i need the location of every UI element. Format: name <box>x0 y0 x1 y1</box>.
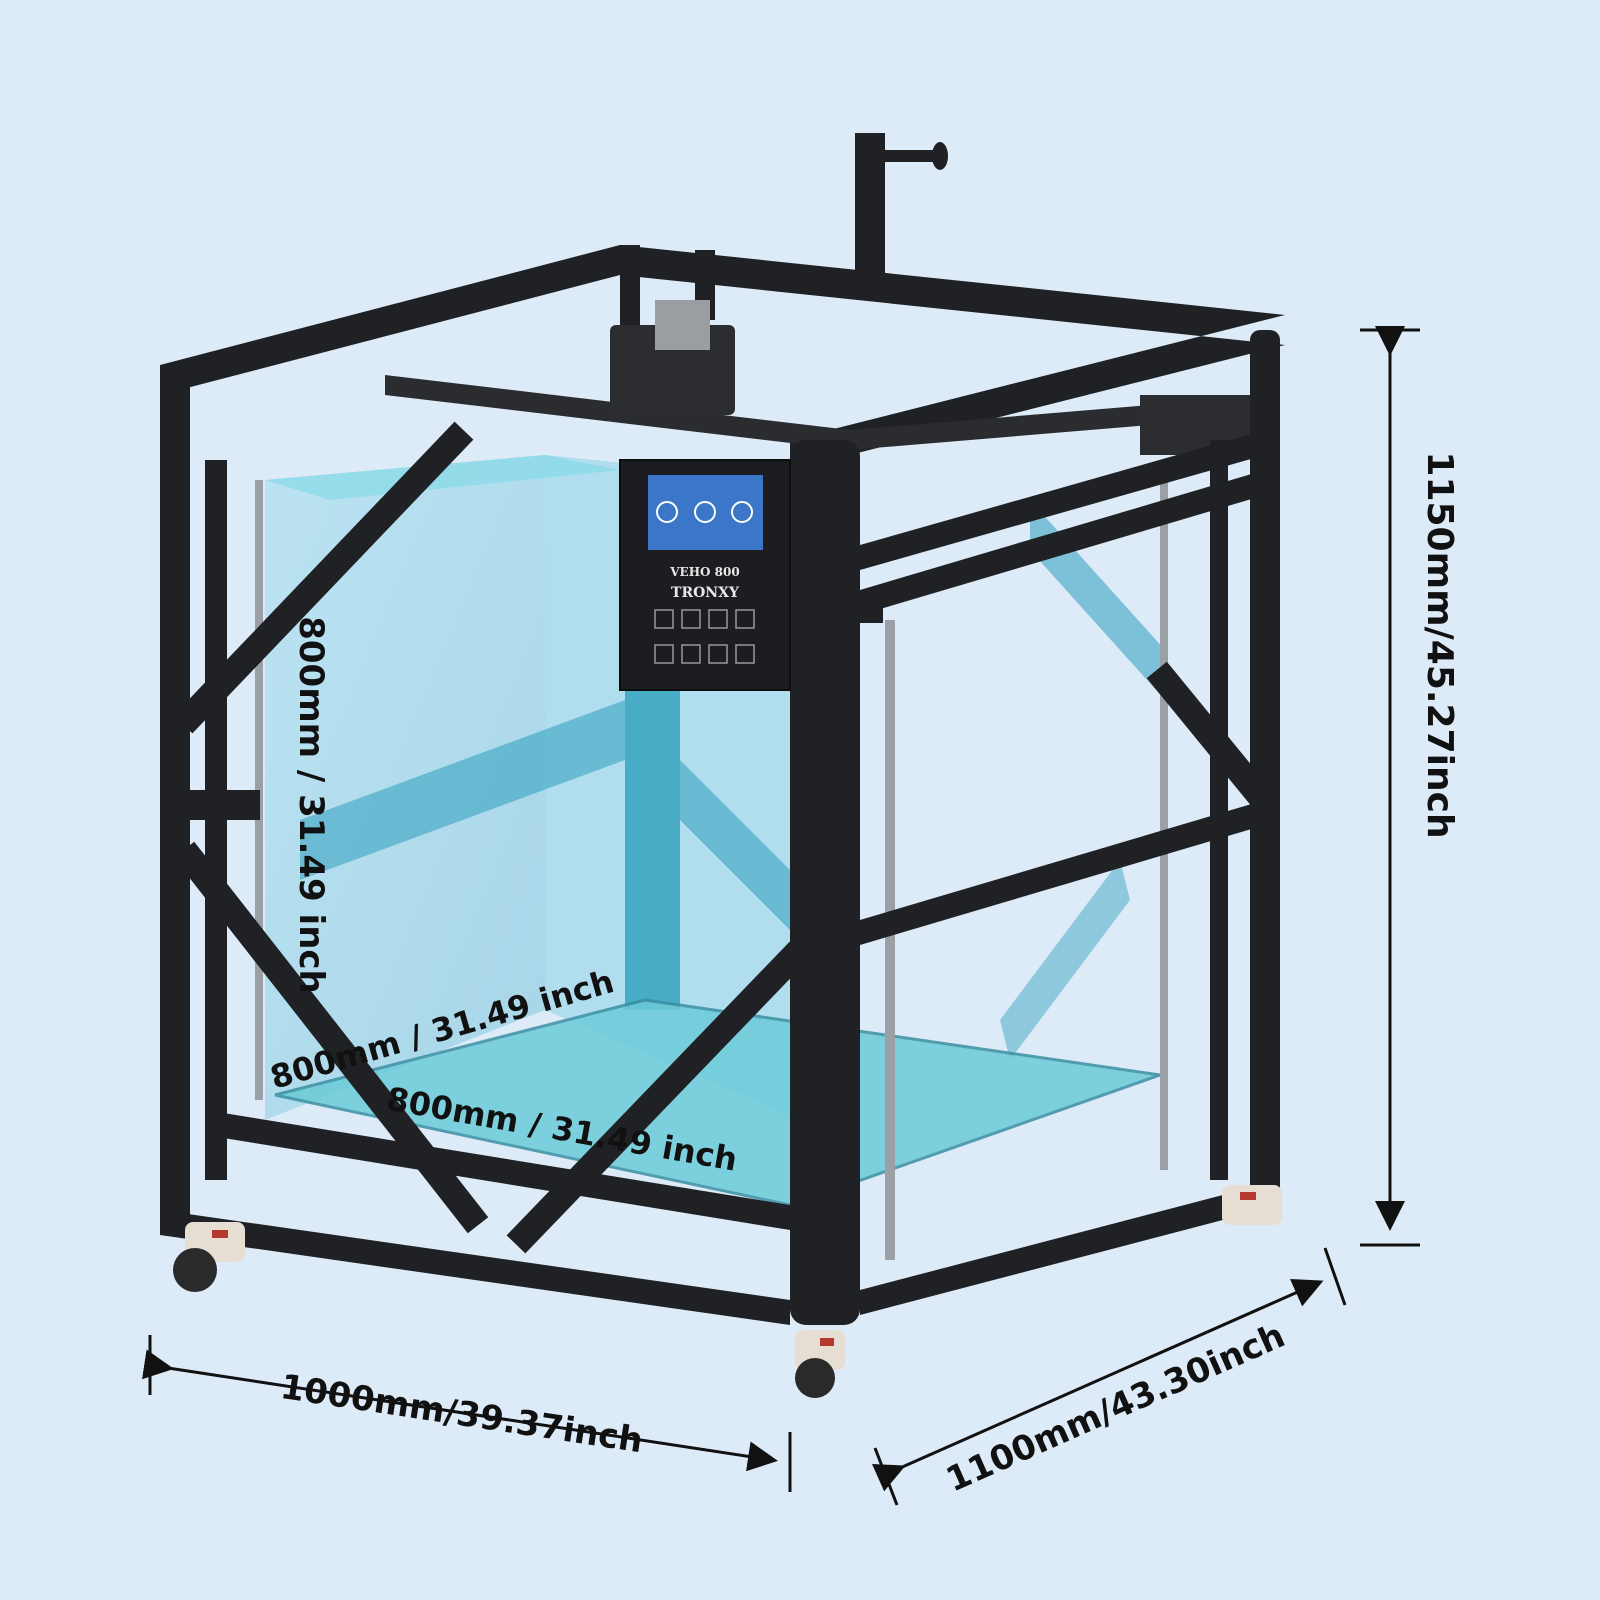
side-depth-dimension <box>871 1247 1347 1506</box>
build-height-label: 800mm / 31.49 inch <box>291 616 331 994</box>
model-label: VEHO 800 <box>669 565 739 579</box>
height-dimension <box>1360 326 1420 1247</box>
cross-braces <box>173 421 1274 1254</box>
print-head <box>385 300 1270 455</box>
front-width-label: 1000mm/39.37inch <box>278 1367 646 1461</box>
caster-front-right <box>795 1330 845 1398</box>
caster-wheels <box>173 1185 1282 1398</box>
spool-holder <box>855 133 948 293</box>
caster-back-right <box>1222 1185 1282 1225</box>
height-label: 1150mm/45.27inch <box>1419 451 1460 838</box>
side-depth-label: 1100mm/43.30inch <box>940 1316 1291 1501</box>
brand-logo: TRONXY <box>671 585 740 601</box>
touch-screen <box>648 475 763 550</box>
frame-beams <box>160 430 1280 1325</box>
front-width-dimension <box>142 1335 792 1492</box>
control-panel: VEHO 800 TRONXY <box>619 459 791 691</box>
caster-front-left <box>173 1222 245 1292</box>
